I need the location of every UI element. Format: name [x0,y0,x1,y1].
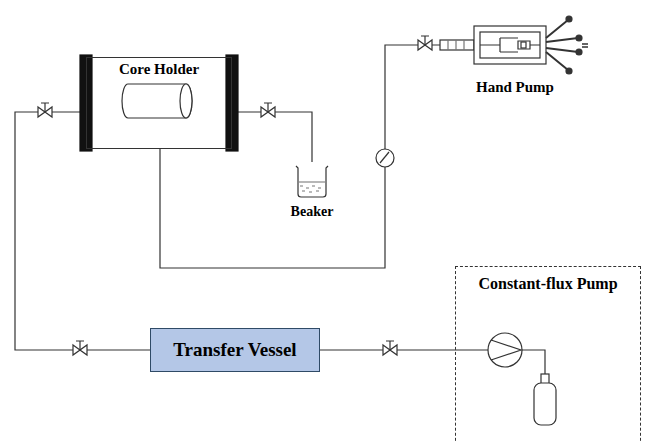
beaker: Beaker [282,162,342,222]
node-label: Core Holder [119,61,199,78]
node-label: Beaker [291,204,334,220]
pump-symbol [488,333,522,367]
pump-inlet-line [455,349,488,350]
gas-line [522,350,545,376]
valve-symbol [38,103,52,117]
node-label: Constant-flux Pump [478,275,617,293]
hand-pump-illustration [440,16,588,74]
valve-symbol [261,103,275,117]
node-label: Hand Pump [476,79,554,96]
pipe-line [232,112,312,162]
transfer-vessel: Transfer Vessel [150,328,320,372]
beaker-illustration [296,166,328,197]
pipe-line [160,45,440,268]
valve-symbol [418,36,432,50]
gas-cylinder [534,374,556,425]
core-holder: Core Holder [86,57,232,149]
node-label: Transfer Vessel [173,339,296,361]
pressure-gauge [376,149,394,167]
valve-symbol [73,341,87,355]
hand-pump: Hand Pump [440,16,590,98]
core-sample [122,84,192,118]
core-sample-end [180,84,192,118]
pump-unit: Constant-flux Pump [455,266,641,442]
valve-symbol [383,341,397,355]
end-cap [226,55,238,151]
